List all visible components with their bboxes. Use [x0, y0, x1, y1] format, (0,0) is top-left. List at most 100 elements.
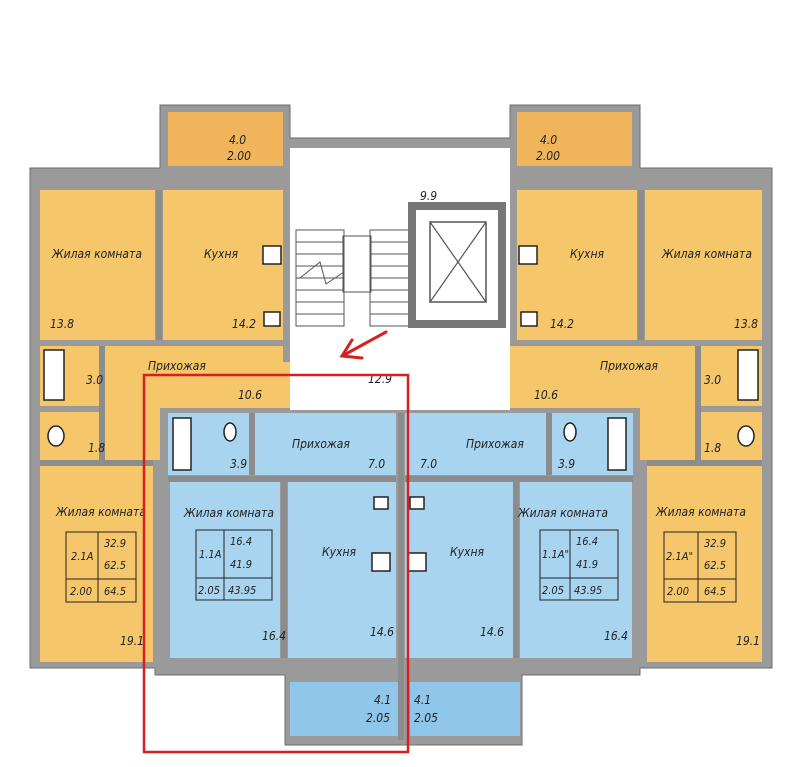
balcony-left-blue	[290, 682, 400, 736]
room-name: Жилая комната	[183, 506, 274, 520]
room-name: Жилая комната	[55, 505, 146, 519]
stove-icon	[262, 245, 282, 265]
apt-type: 1.1A	[199, 548, 222, 561]
room-name: Жилая комната	[51, 247, 142, 261]
room-area: 3.9	[230, 457, 247, 471]
room-area: 19.1	[736, 634, 760, 648]
room-area: 3.0	[704, 373, 721, 387]
core-stair-area: 9.9	[420, 189, 437, 203]
room-area: 19.1	[120, 634, 144, 648]
sink-icon	[409, 496, 425, 510]
labels-left-orange: 4.0 2.00 Жилая комната 13.8 Кухня 14.2 3…	[50, 133, 262, 648]
svg-text:32.9: 32.9	[104, 537, 126, 550]
bathtub-icon	[172, 417, 192, 471]
svg-text:2.05: 2.05	[542, 584, 564, 597]
svg-text:43.95: 43.95	[228, 584, 256, 597]
balcony-coef: 2.00	[227, 149, 251, 163]
room-name: Прихожая	[600, 359, 658, 373]
room-name: Жилая комната	[661, 247, 752, 261]
room-area: 14.6	[370, 625, 394, 639]
highlight-frame	[142, 373, 410, 754]
bathtub-icon	[607, 417, 627, 471]
room-name: Прихожая	[148, 359, 206, 373]
labels-right-orange: 4.0 2.00 Кухня 14.2 Жилая комната 13.8 3…	[534, 133, 760, 648]
svg-text:64.5: 64.5	[104, 585, 126, 598]
room-living-right-top	[645, 190, 762, 340]
room-area: 13.8	[50, 317, 74, 331]
svg-text:41.9: 41.9	[230, 558, 252, 571]
toilet-icon	[563, 422, 577, 442]
sink-icon	[373, 496, 389, 510]
room-area: 3.9	[558, 457, 575, 471]
sink-icon	[263, 311, 281, 327]
svg-text:2.00: 2.00	[667, 585, 689, 598]
summary-table-left-blue: 1.1A 16.4 41.9 2.05 43.95	[195, 529, 273, 601]
balcony-area: 4.0	[229, 133, 246, 147]
room-name: Кухня	[570, 247, 604, 261]
svg-text:32.9: 32.9	[704, 537, 726, 550]
room-name: Кухня	[322, 545, 356, 559]
room-area: 1.8	[704, 441, 721, 455]
room-hall-right	[500, 346, 695, 460]
summary-table-right-blue: 1.1A" 16.4 41.9 2.05 43.95	[539, 529, 619, 601]
room-area: 7.0	[368, 457, 385, 471]
room-hall-right-blue	[405, 413, 633, 475]
room-area: 14.2	[232, 317, 256, 331]
room-area: 16.4	[262, 629, 286, 643]
room-area: 1.8	[88, 441, 105, 455]
bathtub-icon	[737, 349, 759, 401]
room-name: Жилая комната	[655, 505, 746, 519]
room-name: Прихожая	[466, 437, 524, 451]
labels-right-blue: Прихожая 7.0 3.9 Жилая комната 16.4 Кухн…	[414, 437, 628, 725]
room-area: 13.8	[734, 317, 758, 331]
room-living-left-top	[40, 190, 155, 340]
fixtures	[43, 245, 759, 572]
toilet-icon	[47, 425, 65, 447]
balcony-coef: 2.05	[366, 711, 390, 725]
room-area: 10.6	[534, 388, 558, 402]
svg-text:41.9: 41.9	[576, 558, 598, 571]
toilet-icon	[223, 422, 237, 442]
labels-left-blue: Прихожая 7.0 3.9 Жилая комната 16.4 Кухн…	[183, 437, 394, 725]
room-kitchen-left	[163, 190, 283, 340]
toilet-icon	[737, 425, 755, 447]
balcony-area: 4.1	[374, 693, 391, 707]
room-name: Кухня	[204, 247, 238, 261]
stove-icon	[371, 552, 391, 572]
balcony-coef: 2.00	[536, 149, 560, 163]
apt-type: 2.1A	[71, 550, 94, 563]
svg-text:62.5: 62.5	[704, 559, 726, 572]
interior-walls	[40, 190, 762, 740]
stove-icon	[518, 245, 538, 265]
balcony-area: 4.1	[414, 693, 431, 707]
svg-text:16.4: 16.4	[576, 535, 598, 548]
apt-type: 2.1A"	[666, 550, 693, 563]
stove-icon	[407, 552, 427, 572]
room-area: 7.0	[420, 457, 437, 471]
room-name: Кухня	[450, 545, 484, 559]
balcony-left-top	[168, 112, 283, 166]
sink-icon	[520, 311, 538, 327]
svg-text:16.4: 16.4	[230, 535, 252, 548]
room-area: 3.0	[86, 373, 103, 387]
core-area: 9.9 12.9	[290, 148, 510, 410]
room-area: 14.2	[550, 317, 574, 331]
svg-text:43.95: 43.95	[574, 584, 602, 597]
svg-text:62.5: 62.5	[104, 559, 126, 572]
room-area: 10.6	[238, 388, 262, 402]
room-name: Жилая комната	[517, 506, 608, 520]
summary-table-left-orange: 2.1A 32.9 62.5 2.00 64.5	[65, 531, 137, 603]
room-area: 14.6	[480, 625, 504, 639]
svg-text:2.00: 2.00	[70, 585, 92, 598]
elevator-shaft	[408, 202, 506, 328]
svg-text:2.05: 2.05	[198, 584, 220, 597]
balcony-right-blue	[410, 682, 520, 736]
room-name: Прихожая	[292, 437, 350, 451]
summary-table-right-orange: 2.1A" 32.9 62.5 2.00 64.5	[663, 531, 737, 603]
highlight-arrow	[339, 330, 388, 360]
balcony-right-top	[517, 112, 632, 166]
balcony-area: 4.0	[540, 133, 557, 147]
svg-text:64.5: 64.5	[704, 585, 726, 598]
bathtub-icon	[43, 349, 65, 401]
